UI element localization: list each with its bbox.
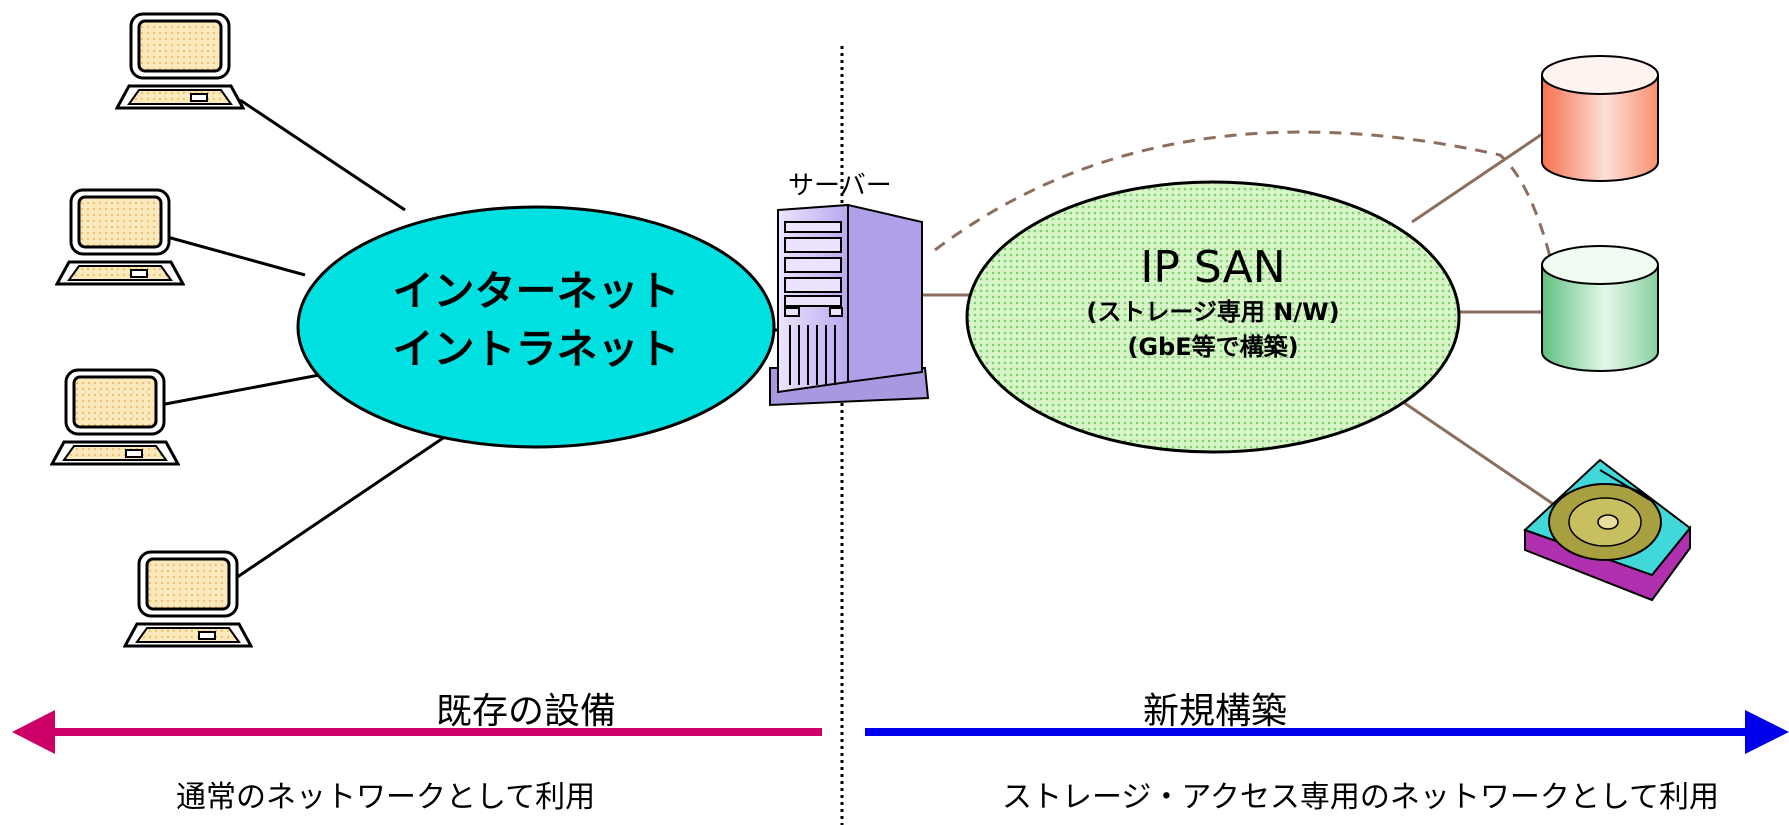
existing-caption: 通常のネットワークとして利用	[176, 780, 596, 815]
ipsan-subtitle-1: (ストレージ専用 N/W)	[1086, 298, 1340, 326]
internet-label: インターネット イントラネット	[366, 262, 706, 378]
new-build-heading: 新規構築	[1143, 691, 1288, 732]
new-build-arrow	[865, 710, 1789, 754]
internet-cloud	[296, 205, 776, 449]
server-label: サーバー	[788, 171, 892, 201]
computer-icon	[50, 368, 180, 466]
ipsan-subtitle-2: (GbE等で構築)	[1127, 333, 1299, 361]
database-icon	[1541, 55, 1659, 182]
new-build-caption: ストレージ・アクセス専用のネットワークとして利用	[1002, 780, 1719, 815]
computer-icon	[55, 188, 185, 286]
existing-heading: 既存の設備	[436, 691, 617, 732]
server-icon	[769, 203, 930, 407]
hard-disk-icon	[1523, 458, 1692, 602]
database-icon	[1541, 245, 1659, 372]
computer-icon	[123, 550, 253, 648]
existing-arrow	[12, 710, 822, 754]
ipsan-cloud	[965, 180, 1461, 454]
internet-label-line2: イントラネット	[392, 325, 680, 373]
ipsan-label: IP SAN (ストレージ専用 N/W) (GbE等で構築)	[1043, 242, 1383, 364]
computer-icon	[115, 12, 245, 110]
ipsan-title: IP SAN	[1140, 242, 1286, 293]
internet-label-line1: インターネット	[392, 267, 680, 315]
